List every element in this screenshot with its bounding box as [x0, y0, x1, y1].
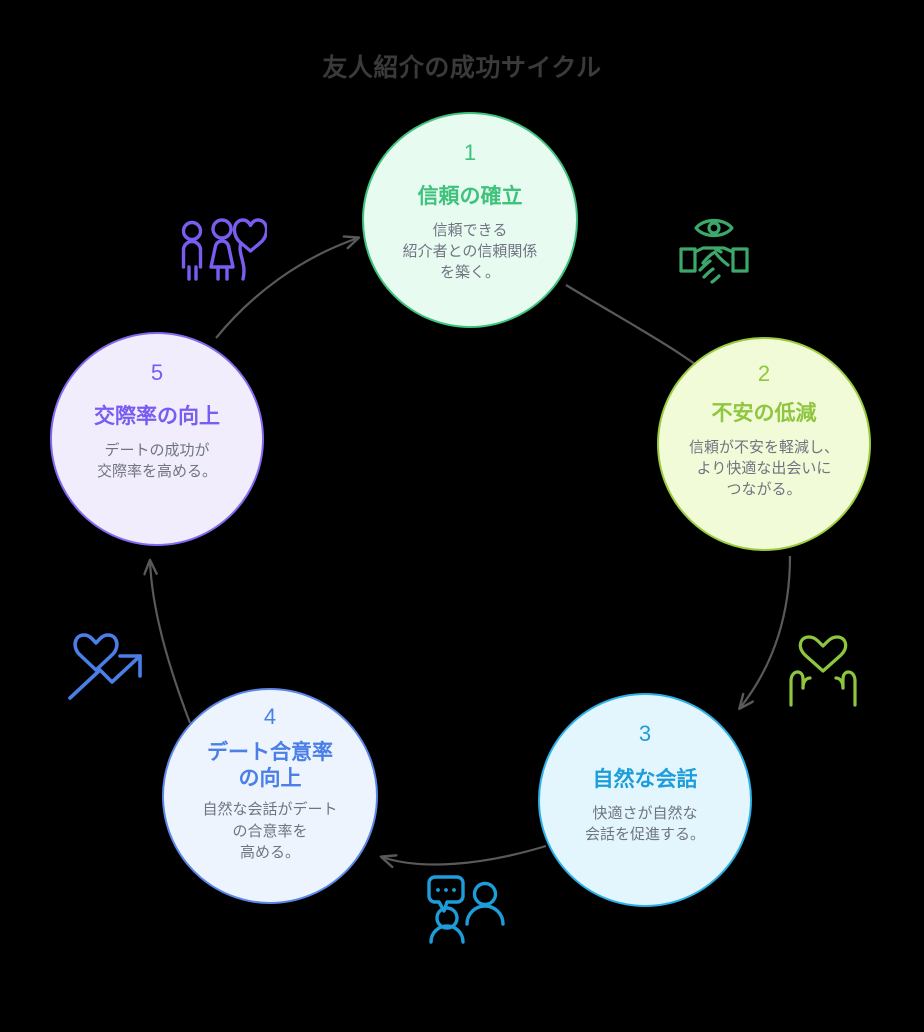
node-description: 信頼が不安を軽減し、 より快適な出会いに つながる。 [688, 438, 839, 499]
cycle-node-4[interactable]: 4 デート合意率 の向上 自然な会話がデート の合意率を 高める。 [162, 688, 378, 904]
heart-in-hands-icon [783, 635, 863, 712]
cycle-node-2[interactable]: 2 不安の低減 信頼が不安を軽減し、 より快適な出会いに つながる。 [657, 337, 871, 551]
node-number: 5 [150, 360, 164, 385]
node-title: 自然な会話 [592, 768, 698, 791]
eye-handshake-icon [678, 215, 758, 292]
people-chat-bubble-icon [423, 872, 509, 949]
cycle-node-5[interactable]: 5 交際率の向上 デートの成功が 交際率を高める。 [50, 332, 264, 546]
node-title: 交際率の向上 [94, 405, 220, 428]
arrow-5-to-1 [215, 238, 358, 339]
cycle-node-3[interactable]: 3 自然な会話 快適さが自然な 会話を促進する。 [538, 693, 752, 907]
arrow-4-to-5 [150, 561, 192, 724]
node-number: 1 [463, 140, 477, 165]
arrow-2-to-3 [740, 555, 792, 708]
couple-heart-balloon-icon [175, 205, 269, 288]
page-title: 友人紹介の成功サイクル [322, 54, 602, 82]
node-description: デートの成功が 交際率を高める。 [96, 441, 217, 480]
cycle-node-1[interactable]: 1 信頼の確立 信頼できる 紹介者との信頼関係 を築く。 [362, 112, 578, 328]
heart-growth-arrow-icon [68, 630, 154, 707]
node-number: 2 [757, 361, 771, 386]
node-number: 4 [263, 704, 277, 729]
node-description: 信頼できる 紹介者との信頼関係 を築く。 [402, 221, 538, 282]
node-title: デート合意率 の向上 [207, 741, 333, 790]
node-description: 快適さが自然な 会話を促進する。 [584, 804, 705, 843]
node-description: 自然な会話がデート の合意率を 高める。 [202, 801, 338, 861]
node-number: 3 [638, 721, 652, 746]
node-title: 信頼の確立 [417, 185, 523, 208]
node-title: 不安の低減 [711, 402, 817, 425]
arrow-3-to-4 [382, 844, 547, 865]
